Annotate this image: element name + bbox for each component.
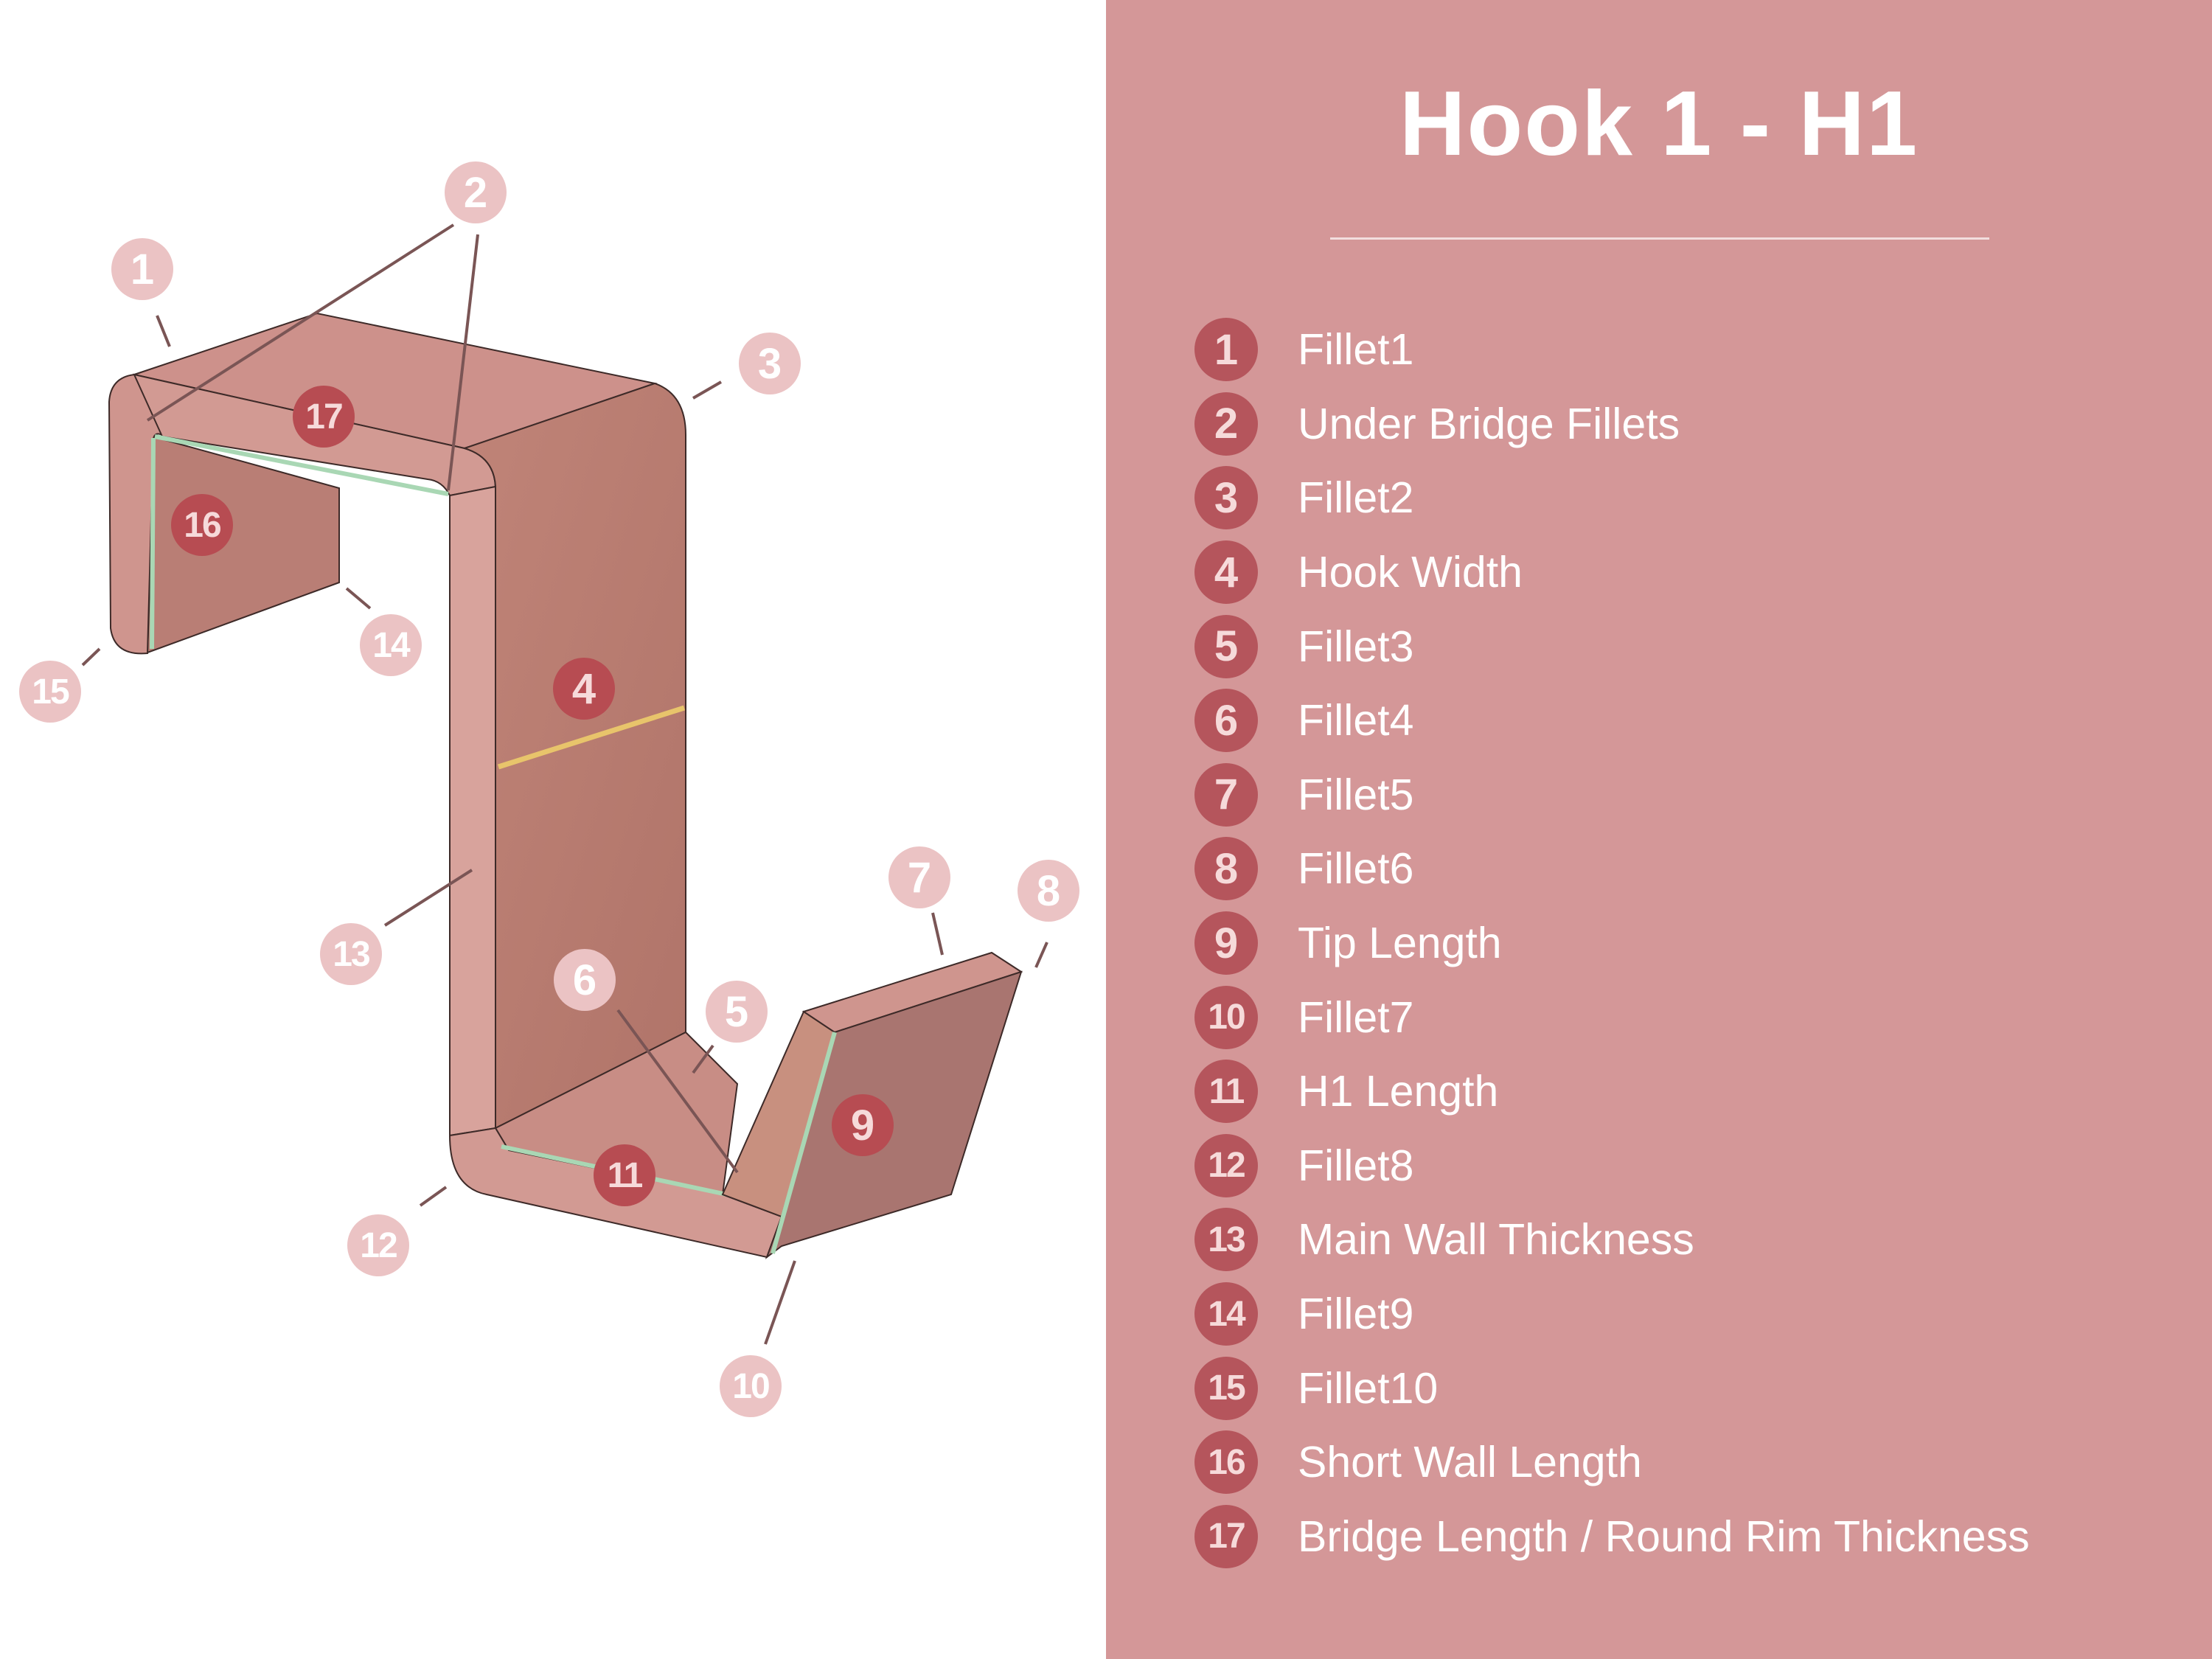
- callout-2: 2: [445, 161, 507, 223]
- short-wall-inner-face: [146, 436, 340, 654]
- page-title: Hook 1 - H1: [1399, 73, 1919, 175]
- callout-12: 12: [347, 1214, 409, 1276]
- leader-line-6: [616, 1009, 739, 1174]
- leader-line-5: [692, 1044, 714, 1074]
- legend-item: 16 Short Wall Length: [1194, 1425, 2030, 1500]
- leader-line-10: [764, 1260, 796, 1345]
- legend-label: Under Bridge Fillets: [1298, 399, 1680, 448]
- hook-width-line: [497, 705, 686, 770]
- legend-number-badge: 12: [1194, 1133, 1258, 1197]
- legend-number-badge: 7: [1194, 762, 1258, 827]
- main-wall-front-face: [449, 485, 496, 1137]
- legend-number-badge: 16: [1194, 1430, 1258, 1495]
- legend-item: 4 Hook Width: [1194, 535, 2030, 610]
- legend-item: 8 Fillet6: [1194, 832, 2030, 906]
- legend-label: Tip Length: [1298, 919, 1502, 968]
- legend-number-badge: 3: [1194, 466, 1258, 530]
- leader-line-14: [345, 587, 372, 610]
- callout-4: 4: [553, 658, 615, 720]
- legend-number-badge: 1: [1194, 318, 1258, 382]
- callout-9: 9: [832, 1094, 894, 1156]
- legend-item: 5 Fillet3: [1194, 609, 2030, 684]
- callout-14: 14: [360, 614, 422, 676]
- leader-line-3: [692, 380, 723, 400]
- leader-line-8: [1034, 942, 1048, 968]
- legend-item: 7 Fillet5: [1194, 758, 2030, 832]
- legend-label: Fillet7: [1298, 992, 1414, 1042]
- callout-13: 13: [320, 923, 382, 985]
- legend-label: Fillet8: [1298, 1141, 1414, 1190]
- legend-number-badge: 9: [1194, 911, 1258, 975]
- hook-diagram: 1 2 3 4 5 6 7 8 9 10 11 12 13 14 15 16 1…: [19, 161, 1079, 1417]
- legend-number-badge: 15: [1194, 1356, 1258, 1420]
- legend-item: 10 Fillet7: [1194, 980, 2030, 1054]
- legend-label: Hook Width: [1298, 548, 1523, 597]
- leader-line-2a: [146, 223, 455, 422]
- callout-10: 10: [720, 1355, 782, 1417]
- legend-label: Main Wall Thickness: [1298, 1215, 1694, 1265]
- legend-label: Fillet4: [1298, 696, 1414, 745]
- callout-15: 15: [19, 661, 81, 723]
- fillet-highlight: [150, 437, 156, 650]
- callout-16: 16: [171, 494, 233, 556]
- leader-line-1: [156, 315, 171, 347]
- legend-item: 12 Fillet8: [1194, 1129, 2030, 1203]
- bridge-right-face: [462, 382, 686, 1130]
- under-bridge-fillet-highlight: [154, 434, 449, 496]
- legend-label: Fillet2: [1298, 473, 1414, 523]
- legend-label: Fillet10: [1298, 1363, 1439, 1413]
- leader-line-12: [419, 1186, 448, 1207]
- legend-number-badge: 2: [1194, 392, 1258, 456]
- legend-number-badge: 6: [1194, 689, 1258, 753]
- legend-item: 11 H1 Length: [1194, 1054, 2030, 1129]
- legend-item: 17 Bridge Length / Round Rim Thickness: [1194, 1500, 2030, 1574]
- callout-7: 7: [888, 846, 950, 908]
- legend-label: Fillet6: [1298, 844, 1414, 894]
- leader-line-13: [383, 869, 473, 927]
- leader-line-7: [931, 912, 944, 956]
- legend-label: Bridge Length / Round Rim Thickness: [1298, 1512, 2030, 1561]
- legend-panel: Hook 1 - H1 1 Fillet1 2 Under Bridge Fillet…: [1106, 0, 2212, 1659]
- legend-item: 13 Main Wall Thickness: [1194, 1203, 2030, 1277]
- legend-item: 14 Fillet9: [1194, 1277, 2030, 1352]
- leader-line-15: [81, 647, 101, 667]
- legend-item: 2 Under Bridge Fillets: [1194, 387, 2030, 462]
- callout-17: 17: [293, 386, 355, 448]
- legend-number-badge: 10: [1194, 985, 1258, 1049]
- tip-fillet-highlight: [771, 1032, 837, 1254]
- callout-8: 8: [1018, 860, 1079, 922]
- callout-1: 1: [111, 238, 173, 300]
- legend-label: H1 Length: [1298, 1067, 1499, 1116]
- legend-number-badge: 5: [1194, 614, 1258, 678]
- legend-number-badge: 14: [1194, 1282, 1258, 1346]
- legend-label: Fillet1: [1298, 325, 1414, 375]
- leader-line-2b: [447, 234, 479, 491]
- legend-item: 3 Fillet2: [1194, 461, 2030, 535]
- callout-6: 6: [554, 949, 616, 1011]
- legend-label: Short Wall Length: [1298, 1438, 1642, 1487]
- legend-number-badge: 13: [1194, 1208, 1258, 1272]
- legend-label: Fillet3: [1298, 622, 1414, 671]
- legend-number-badge: 4: [1194, 540, 1258, 605]
- short-wall-front-face: [108, 373, 164, 655]
- legend-number-badge: 17: [1194, 1504, 1258, 1568]
- legend-label: Fillet9: [1298, 1290, 1414, 1339]
- callout-11: 11: [594, 1144, 655, 1206]
- legend-list: 1 Fillet1 2 Under Bridge Fillets 3 Fillet2 4 Ho…: [1194, 313, 2030, 1573]
- title-divider: [1330, 237, 1989, 240]
- legend-item: 1 Fillet1: [1194, 313, 2030, 387]
- callout-5: 5: [706, 981, 768, 1043]
- legend-item: 9 Tip Length: [1194, 906, 2030, 981]
- legend-item: 6 Fillet4: [1194, 684, 2030, 758]
- leader-lines: [81, 223, 1048, 1345]
- callout-3: 3: [739, 333, 801, 394]
- legend-number-badge: 11: [1194, 1060, 1258, 1124]
- legend-number-badge: 8: [1194, 837, 1258, 901]
- legend-item: 15 Fillet10: [1194, 1351, 2030, 1425]
- legend-label: Fillet5: [1298, 770, 1414, 819]
